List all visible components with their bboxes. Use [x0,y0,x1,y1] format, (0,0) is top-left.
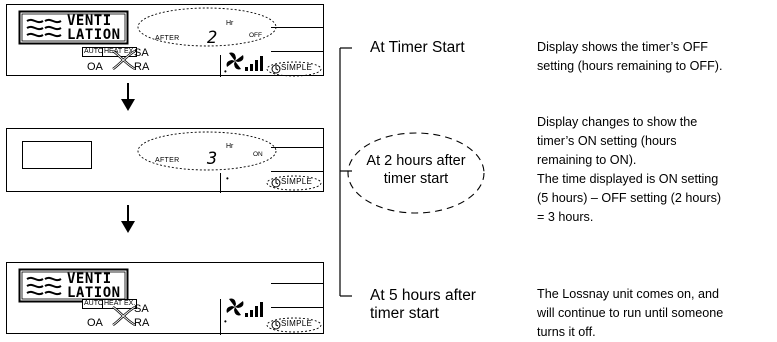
logo-text-venti: VENTI [67,13,112,29]
display-divider [220,55,221,77]
indicator-dot: • [224,317,227,326]
description-5-hours: The Lossnay unit comes on, and will cont… [537,287,724,339]
simple-label: SIMPLE [281,63,313,72]
hours-remaining-digit: 2 [207,28,218,48]
fan-icon [226,52,244,70]
timer-mode-off-label: OFF [249,32,262,39]
fan-speed-bars-icon [245,56,263,71]
button-area [271,129,323,191]
oa-label: OA [87,317,103,329]
button-area [271,5,323,75]
after-label: AFTER [155,35,180,42]
ra-label: RA [134,61,150,73]
fan-swirl-icon [26,18,62,38]
hr-unit-label: Hr [226,20,234,27]
down-arrowhead-2 [121,221,135,233]
button-area [271,263,323,333]
clock-icon [271,320,281,330]
simple-label: SIMPLE [281,319,313,328]
down-arrow-2 [127,205,129,223]
sa-label: SA [134,303,149,315]
fan-speed-bars-icon [245,302,263,317]
description-2-hours: Display changes to show the timer’s ON s… [537,115,722,224]
hr-unit-label: Hr [226,143,234,150]
after-label: AFTER [155,157,180,164]
fan-swirl-icon [26,276,62,296]
down-arrow-1 [127,83,129,101]
timeline-bracket [339,47,352,297]
indicator-dot: • [224,67,227,76]
airflow-cross-icon [112,49,136,71]
down-arrowhead-1 [121,99,135,111]
remote-display-panel-5hours: VENTI LATION AUTO HEAT EX. OA SA RA • SI… [6,262,324,335]
sa-label: SA [134,47,149,59]
ra-label: RA [134,317,150,329]
clock-icon [271,64,281,74]
timer-mode-on-label: ON [253,151,263,158]
ventilation-logo-box [18,10,129,45]
heat-ex-tag: HEAT EX. [102,299,138,309]
oa-label: OA [87,61,103,73]
logo-text-lation: LATION [67,285,121,301]
hours-remaining-digit: 3 [207,149,218,169]
airflow-cross-icon [112,305,136,327]
remote-display-panel-timer-start: VENTI LATION AUTO HEAT EX. OA SA RA AFTE… [6,4,324,77]
ventilation-logo-box [18,268,129,303]
simple-ellipse-outline [266,317,322,333]
display-divider [220,299,221,335]
stage-label-5-hours: At 5 hours after timer start [370,287,476,322]
remote-display-panel-2hours: AFTER 3 Hr ON • SIMPLE [6,128,324,193]
display-divider [220,173,221,193]
clock-icon [271,178,281,188]
indicator-dot: • [226,174,229,183]
stage2-dashed-ellipse [347,132,485,214]
description-timer-start: Display shows the timer’s OFF setting (h… [537,40,723,73]
blank-logo-area [22,141,92,169]
stage-label-timer-start: At Timer Start [370,39,465,56]
logo-text-venti: VENTI [67,271,112,287]
timer-ellipse-outline [137,131,277,171]
simple-ellipse-outline [266,175,322,191]
simple-label: SIMPLE [281,177,313,186]
logo-text-lation: LATION [67,27,121,43]
fan-icon [226,298,244,316]
simple-ellipse-outline [266,61,322,77]
stage-label-2-hours: At 2 hours after timer start [366,153,466,187]
